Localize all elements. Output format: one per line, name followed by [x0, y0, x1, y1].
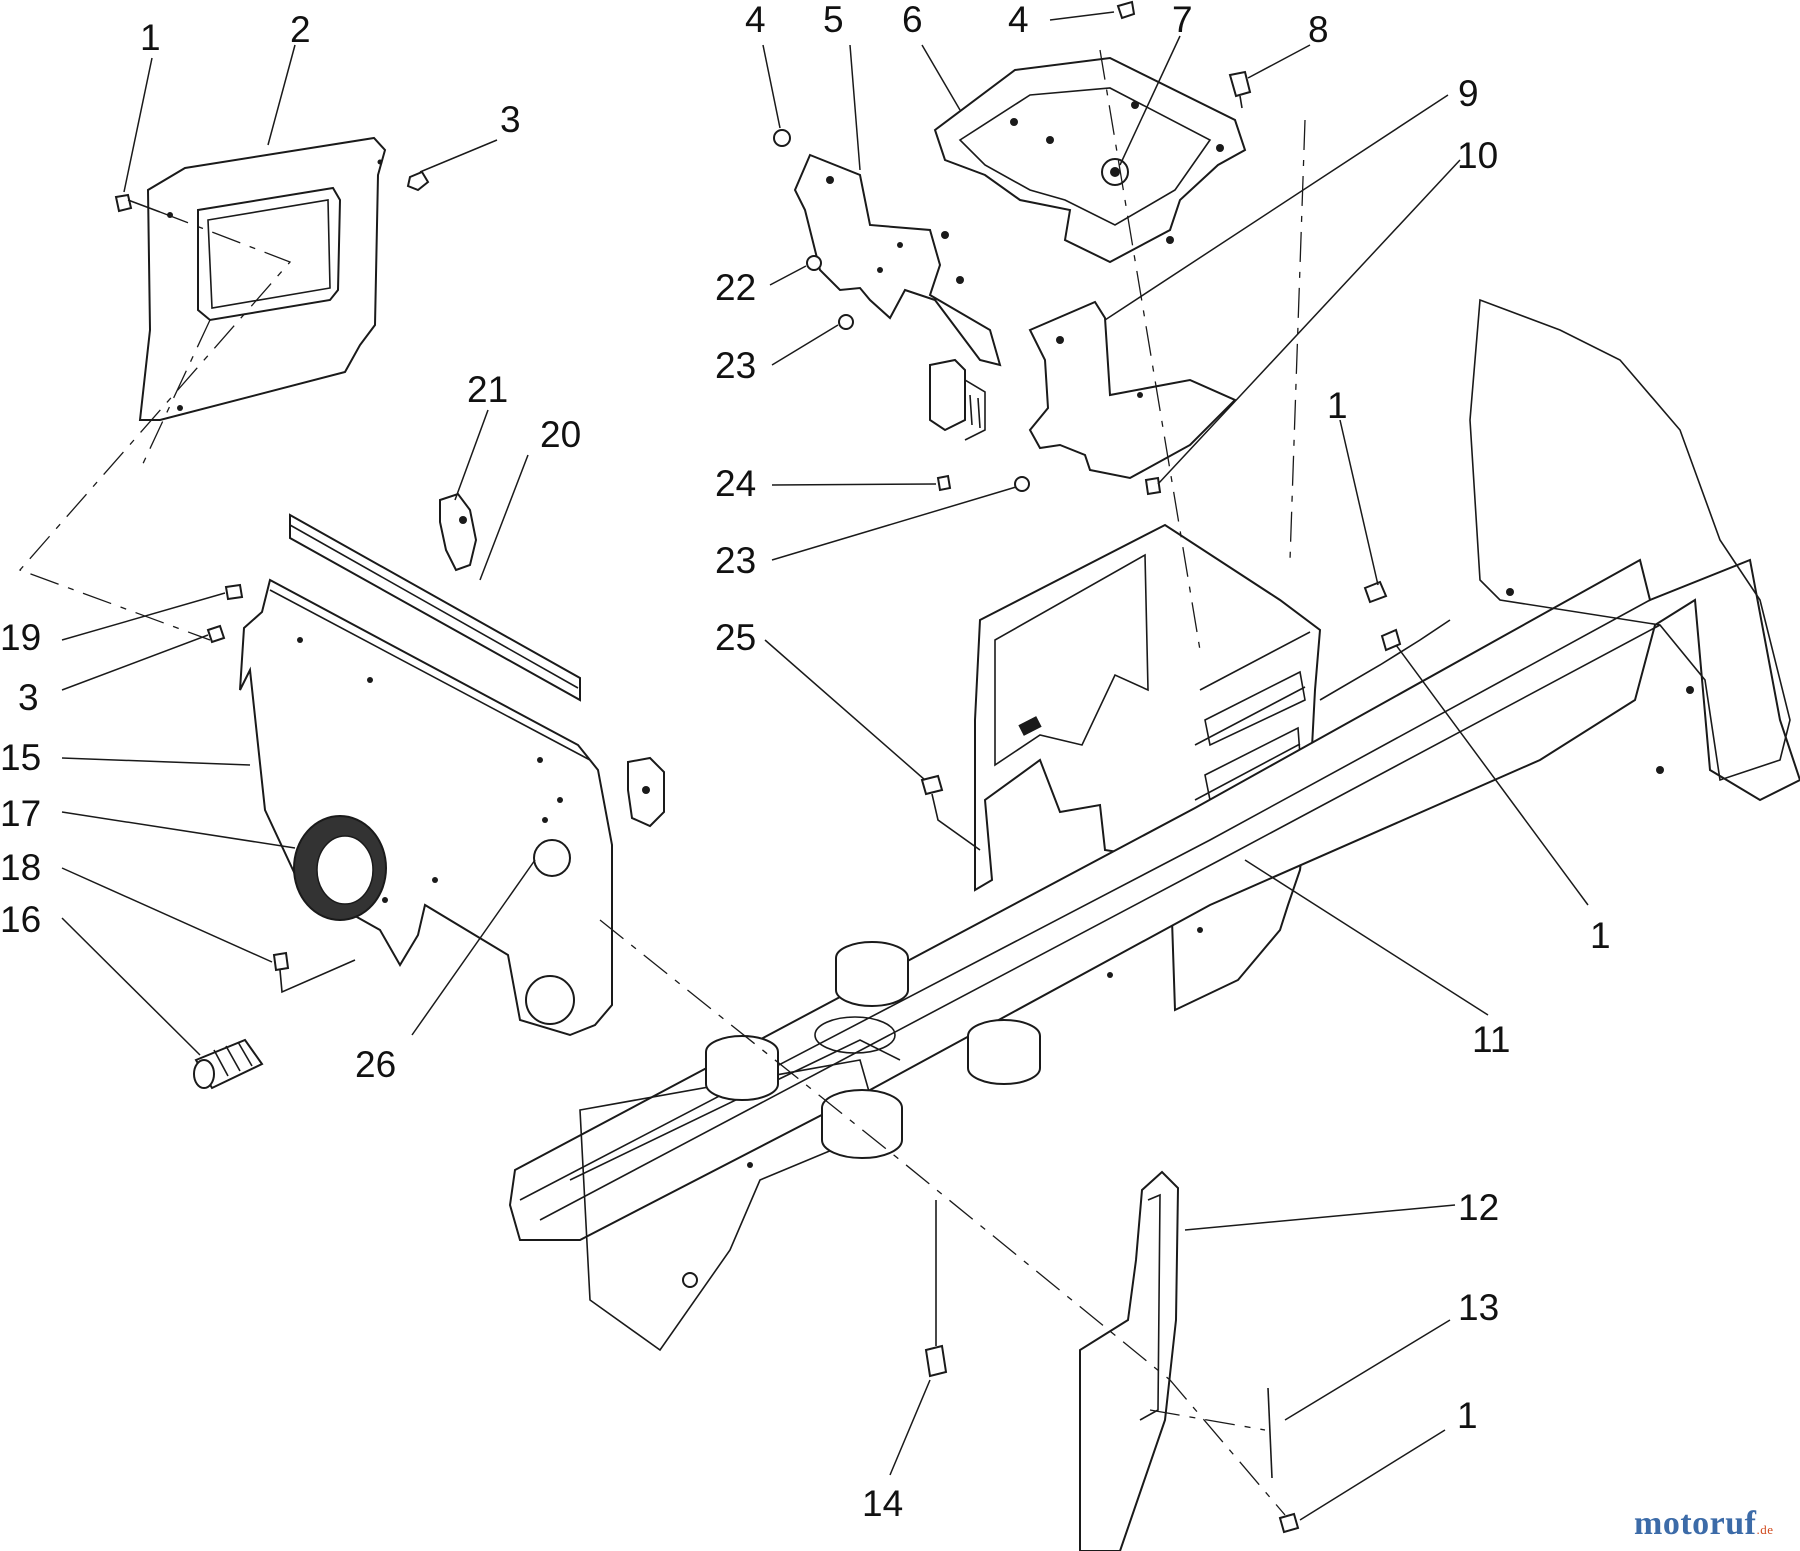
callout-6: 6 — [902, 0, 923, 40]
rail-20 — [289, 513, 581, 702]
nut-3-top — [406, 170, 430, 192]
relay-assembly — [929, 358, 986, 441]
bolt-19 — [224, 583, 244, 601]
bracket-9 — [1028, 300, 1237, 480]
bolt-1-right-top — [1363, 580, 1388, 604]
center-hole — [814, 1016, 896, 1054]
side-plate-15 — [239, 578, 613, 1037]
ring-17 — [293, 815, 387, 921]
callout-16: 16 — [0, 899, 41, 940]
nut-22 — [806, 255, 822, 271]
bracket-21 — [439, 492, 478, 572]
bracket-5 — [793, 153, 1002, 367]
callout-11: 11 — [1472, 1019, 1510, 1060]
callout-1-right-top: 1 — [1327, 385, 1348, 426]
connector-14 — [924, 1200, 948, 1378]
watermark-brand: motoruf — [1634, 1505, 1757, 1542]
mount-disc-3 — [967, 1019, 1041, 1085]
callout-1-right-mid: 1 — [1590, 915, 1611, 956]
knob-16 — [193, 1038, 264, 1090]
nut-3-left — [206, 624, 226, 644]
bolt-1-right-mid — [1380, 628, 1402, 652]
tray-6 — [933, 56, 1247, 264]
connector-8 — [1228, 70, 1252, 109]
callout-8: 8 — [1308, 9, 1329, 50]
callout-24: 24 — [715, 463, 756, 504]
screw-24 — [936, 474, 952, 492]
callout-20: 20 — [540, 414, 581, 455]
brand-watermark: motoruf.de — [1634, 1505, 1774, 1543]
callout-12: 12 — [1458, 1187, 1499, 1228]
callout-25: 25 — [715, 617, 756, 658]
bolt-1-top-left — [114, 193, 161, 213]
bracket-21b — [627, 756, 665, 828]
mount-disc-2 — [705, 1035, 779, 1101]
screw-10 — [1144, 476, 1162, 496]
callout-18: 18 — [0, 847, 41, 888]
fastener-18 — [272, 951, 356, 994]
mount-disc-4 — [821, 1089, 903, 1159]
callout-5: 5 — [823, 0, 844, 40]
callout-4-right: 4 — [1008, 0, 1029, 40]
callout-1-bottom: 1 — [1457, 1395, 1478, 1436]
panel-2-access-cover — [138, 136, 387, 421]
callout-3-left: 3 — [18, 677, 39, 718]
bolt-1-bottom — [1278, 1512, 1300, 1534]
callout-9: 9 — [1458, 73, 1479, 114]
mount-disc-1 — [835, 941, 909, 1007]
nut-23-top — [838, 314, 854, 330]
callout-26: 26 — [355, 1044, 396, 1085]
callout-3-top: 3 — [500, 99, 521, 140]
callout-labels: 1 2 3 4 5 6 4 7 8 9 10 22 23 24 23 25 1 … — [0, 0, 1611, 1524]
callout-13: 13 — [1458, 1287, 1499, 1328]
screw-4-top — [1116, 0, 1136, 20]
callout-1-top-left: 1 — [140, 17, 161, 58]
fastener-4-left — [773, 129, 791, 147]
callout-23-lower: 23 — [715, 540, 756, 581]
nut-23-lower — [1014, 476, 1030, 492]
leader-lines — [61, 11, 1589, 1521]
callout-15: 15 — [0, 737, 41, 778]
clip-7 — [1101, 158, 1129, 186]
bolt-25 — [920, 774, 981, 851]
callout-4-left: 4 — [745, 0, 766, 40]
skirt-12 — [1079, 1170, 1180, 1551]
callout-14: 14 — [862, 1483, 903, 1524]
callout-21: 21 — [467, 369, 508, 410]
callout-19: 19 — [0, 617, 41, 658]
callout-2: 2 — [290, 9, 311, 50]
callout-22: 22 — [715, 267, 756, 308]
callout-7: 7 — [1172, 0, 1193, 40]
callout-10: 10 — [1457, 135, 1498, 176]
strip-13 — [1267, 1387, 1273, 1479]
callout-23-top: 23 — [715, 345, 756, 386]
callout-17: 17 — [0, 793, 41, 834]
watermark-suffix: .de — [1756, 1522, 1774, 1537]
